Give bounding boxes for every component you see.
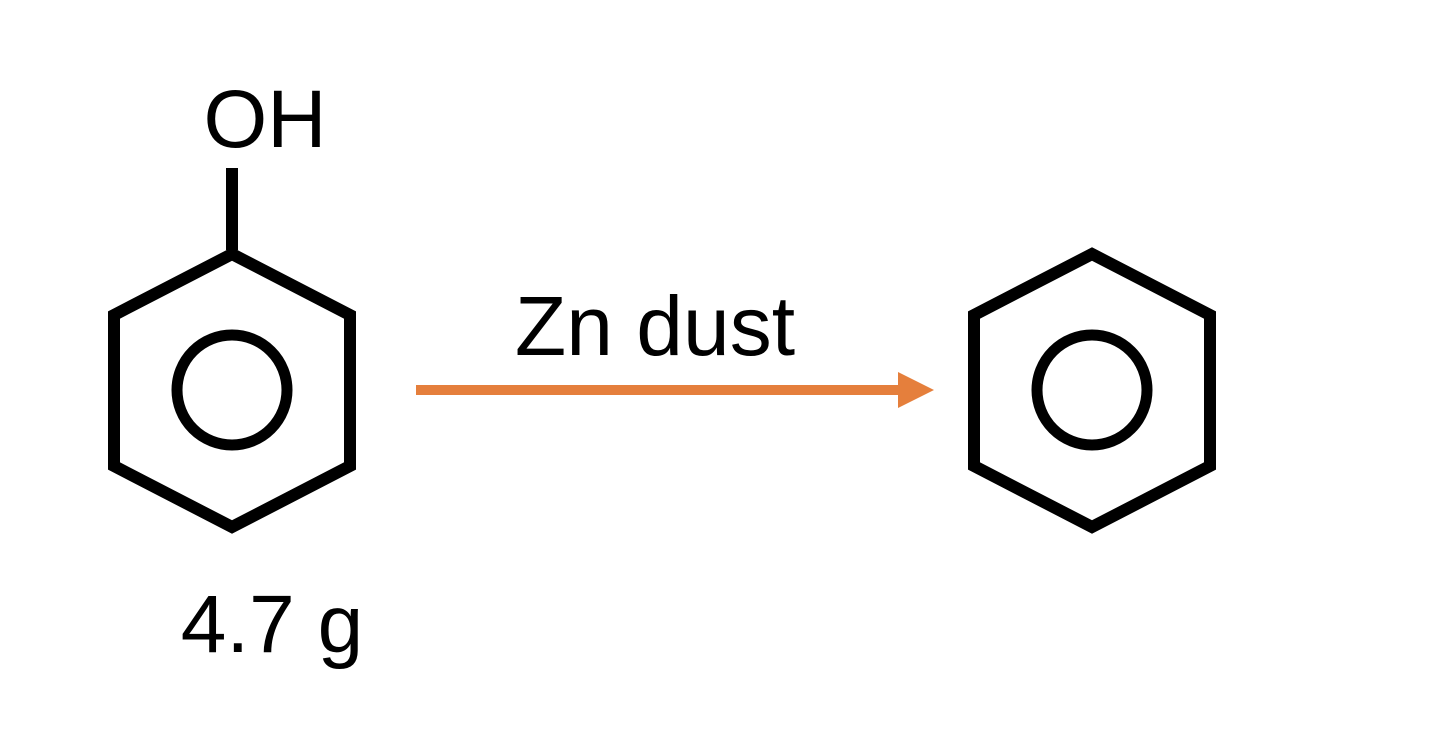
reactant-benzene-ring bbox=[108, 247, 356, 534]
reagent-label: Zn dust bbox=[515, 279, 795, 373]
hydroxyl-label: OH bbox=[204, 74, 327, 165]
product-benzene bbox=[968, 247, 1216, 534]
reactant-aromatic-circle bbox=[171, 329, 293, 451]
product-aromatic-circle bbox=[1031, 329, 1153, 451]
reaction-arrow-head bbox=[898, 372, 934, 408]
reactant-phenol: OH 4.7 g bbox=[108, 74, 363, 670]
product-benzene-ring bbox=[968, 247, 1216, 534]
reaction-arrow-group: Zn dust bbox=[416, 279, 934, 408]
reactant-mass-label: 4.7 g bbox=[181, 579, 363, 670]
